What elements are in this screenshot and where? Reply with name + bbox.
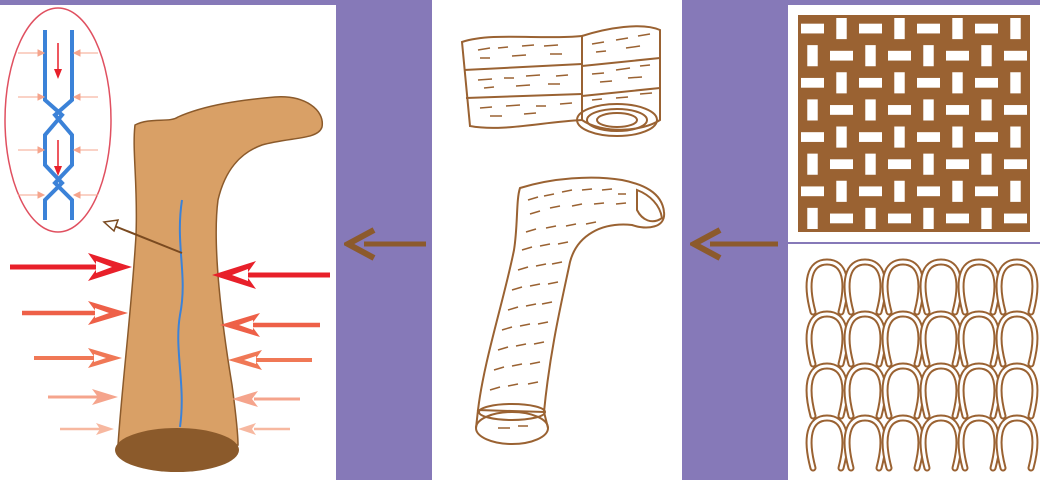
weft-thread-segment bbox=[888, 214, 911, 224]
warp-thread-segment bbox=[865, 154, 875, 175]
stage-arrow-icon bbox=[690, 226, 780, 262]
warp-thread-segment bbox=[894, 18, 904, 39]
warp-thread-segment bbox=[981, 208, 991, 229]
warp-thread-segment bbox=[981, 45, 991, 66]
bandage-illustration bbox=[432, 0, 682, 480]
warp-thread-segment bbox=[1010, 127, 1020, 148]
warp-thread-segment bbox=[807, 208, 817, 229]
weft-thread-segment bbox=[1004, 214, 1027, 224]
bandaged-leg bbox=[476, 178, 664, 444]
weft-thread-segment bbox=[917, 132, 940, 142]
warp-thread-segment bbox=[836, 127, 846, 148]
weft-thread-segment bbox=[859, 78, 882, 88]
weft-thread-segment bbox=[975, 186, 998, 196]
warp-thread-segment bbox=[952, 127, 962, 148]
warp-thread-segment bbox=[952, 72, 962, 93]
weft-thread-segment bbox=[917, 186, 940, 196]
weft-thread-segment bbox=[1004, 105, 1027, 115]
weft-thread-segment bbox=[830, 105, 853, 115]
warp-thread-segment bbox=[865, 45, 875, 66]
leg-compression-illustration bbox=[0, 5, 336, 480]
stage-arrow-icon bbox=[344, 226, 428, 262]
warp-thread-segment bbox=[865, 208, 875, 229]
warp-thread-segment bbox=[807, 99, 817, 120]
warp-thread-segment bbox=[807, 45, 817, 66]
weft-thread-segment bbox=[888, 159, 911, 169]
warp-thread-segment bbox=[894, 127, 904, 148]
warp-thread-segment bbox=[1010, 18, 1020, 39]
vein-valve-inset bbox=[5, 8, 111, 232]
warp-thread-segment bbox=[836, 72, 846, 93]
warp-thread-segment bbox=[923, 99, 933, 120]
warp-thread-segment bbox=[836, 18, 846, 39]
weft-thread-segment bbox=[1004, 51, 1027, 61]
weft-thread-segment bbox=[888, 105, 911, 115]
warp-thread-segment bbox=[1010, 72, 1020, 93]
weft-thread-segment bbox=[946, 51, 969, 61]
warp-thread-segment bbox=[1010, 181, 1020, 202]
knitted-fabric-pattern bbox=[788, 244, 1040, 480]
warp-thread-segment bbox=[894, 72, 904, 93]
warp-thread-segment bbox=[981, 154, 991, 175]
weft-thread-segment bbox=[946, 105, 969, 115]
weft-thread-segment bbox=[801, 78, 824, 88]
bandage-roll bbox=[462, 26, 660, 136]
pressure-arrows-left bbox=[10, 253, 132, 435]
weft-thread-segment bbox=[1004, 159, 1027, 169]
weft-thread-segment bbox=[830, 159, 853, 169]
weft-thread-segment bbox=[830, 214, 853, 224]
leg-cross-section bbox=[115, 428, 239, 472]
weft-thread-segment bbox=[917, 24, 940, 34]
warp-thread-segment bbox=[807, 154, 817, 175]
warp-thread-segment bbox=[894, 181, 904, 202]
weft-thread-segment bbox=[975, 24, 998, 34]
weft-thread-segment bbox=[801, 132, 824, 142]
weft-thread-segment bbox=[917, 78, 940, 88]
warp-thread-segment bbox=[923, 208, 933, 229]
woven-fabric-pattern bbox=[788, 5, 1040, 242]
compression-panel bbox=[0, 5, 336, 480]
weft-thread-segment bbox=[859, 132, 882, 142]
weft-thread-segment bbox=[801, 186, 824, 196]
weft-thread-segment bbox=[975, 78, 998, 88]
weft-thread-segment bbox=[830, 51, 853, 61]
weave-background bbox=[798, 15, 1030, 232]
warp-thread-segment bbox=[923, 45, 933, 66]
weft-thread-segment bbox=[946, 159, 969, 169]
bandage-panel bbox=[432, 0, 682, 480]
weft-thread-segment bbox=[801, 24, 824, 34]
woven-fabric-panel bbox=[788, 5, 1040, 242]
knitted-fabric-panel bbox=[788, 244, 1040, 480]
weft-thread-segment bbox=[859, 24, 882, 34]
weft-thread-segment bbox=[975, 132, 998, 142]
warp-thread-segment bbox=[952, 181, 962, 202]
weft-thread-segment bbox=[859, 186, 882, 196]
warp-thread-segment bbox=[865, 99, 875, 120]
leg bbox=[115, 97, 322, 472]
warp-thread-segment bbox=[836, 181, 846, 202]
warp-thread-segment bbox=[923, 154, 933, 175]
weft-thread-segment bbox=[888, 51, 911, 61]
weft-thread-segment bbox=[946, 214, 969, 224]
warp-thread-segment bbox=[981, 99, 991, 120]
warp-thread-segment bbox=[952, 18, 962, 39]
